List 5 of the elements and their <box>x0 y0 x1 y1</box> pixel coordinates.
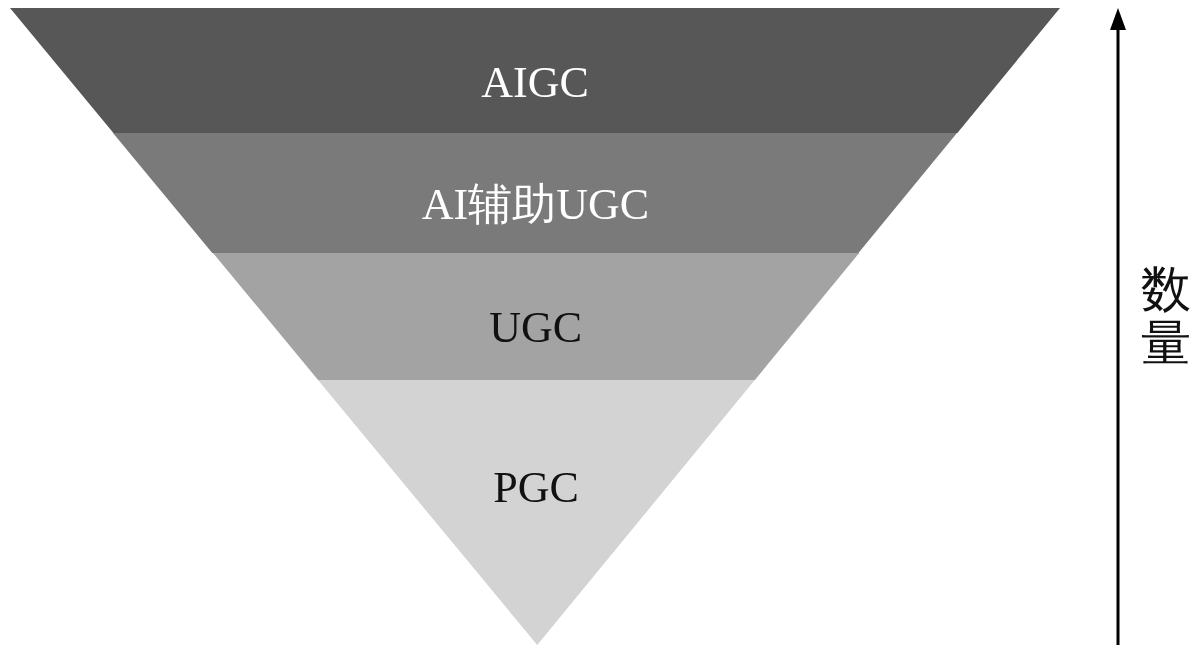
band-label: PGC <box>493 463 579 513</box>
band-label: AIGC <box>481 58 589 108</box>
axis-label: 数量 <box>1140 262 1192 370</box>
band-label: AI辅助UGC <box>421 180 650 230</box>
band-label: UGC <box>489 303 583 353</box>
